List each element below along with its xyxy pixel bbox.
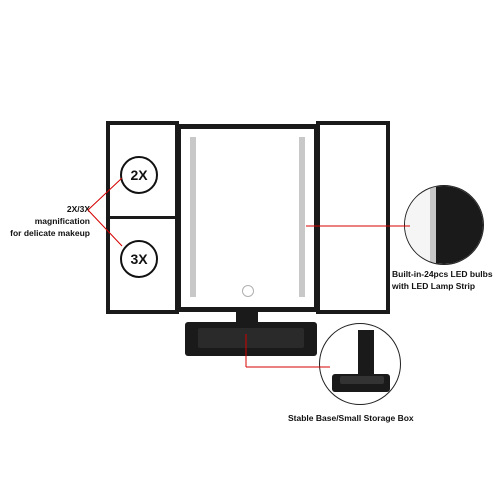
- magnification-3x-badge: 3X: [120, 240, 158, 278]
- led-caption-line1: Built-in-24pcs LED bulbs: [392, 269, 493, 279]
- magnification-pointer-top: [87, 177, 123, 211]
- led-detail-circle: [404, 185, 484, 265]
- base-detail-circle: [319, 323, 401, 405]
- magnification-caption: 2X/3X magnification for delicate makeup: [10, 203, 90, 239]
- wing-divider: [110, 216, 175, 219]
- magnification-pointer-bottom: [87, 209, 123, 247]
- base-detail-back: [358, 330, 374, 386]
- led-detail-glass: [405, 186, 430, 264]
- led-detail-strip: [430, 186, 436, 264]
- base-caption: Stable Base/Small Storage Box: [288, 413, 414, 423]
- led-strip-left: [190, 137, 196, 297]
- mirror-stand-neck: [236, 311, 258, 325]
- touch-sensor-icon[interactable]: [242, 285, 254, 297]
- led-caption-line2: with LED Lamp Strip: [392, 281, 476, 291]
- left-wing-mirror: [106, 121, 179, 314]
- led-caption: Built-in-24pcs LED bulbs with LED Lamp S…: [392, 268, 500, 292]
- magnification-caption-line1: 2X/3X magnification: [34, 204, 90, 226]
- led-strip-right: [299, 137, 305, 297]
- base-detail-tray-inner: [340, 376, 384, 384]
- right-wing-mirror: [316, 121, 390, 314]
- magnification-2x-badge: 2X: [120, 156, 158, 194]
- storage-box-tray: [198, 328, 304, 348]
- magnification-caption-line2: for delicate makeup: [10, 228, 90, 238]
